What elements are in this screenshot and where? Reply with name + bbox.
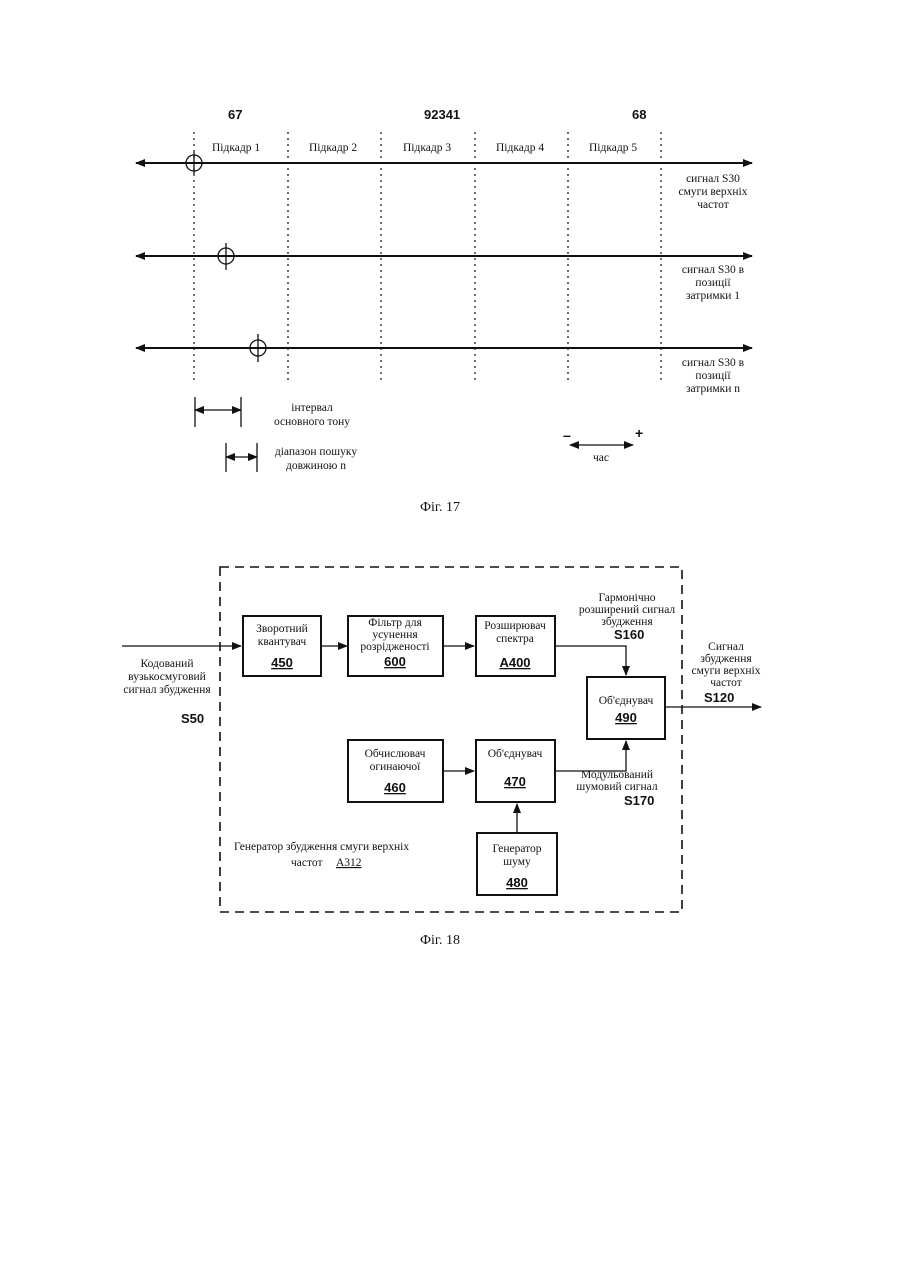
ref-label-92341: 92341: [424, 107, 460, 122]
noise-label-line1: Модульований: [581, 769, 653, 781]
generator-label-line1: Генератор збудження смуги верхніх: [234, 841, 409, 853]
signal1-label-line1: сигнал S30: [686, 173, 740, 185]
block-envelope-calculator: Обчислювач огинаючої 460: [348, 740, 443, 802]
fig17-timing-diagram: 67 92341 68 Підкадр 1 Підкадр 2 Підкадр …: [136, 107, 752, 515]
signal1-label-line2: смуги верхніх: [679, 186, 748, 198]
fig18-block-diagram: Кодований вузькосмуговий сигнал збудженн…: [122, 567, 761, 948]
block-600-label-line1: Фільтр для: [368, 617, 422, 629]
signal3-label-line1: сигнал S30 в: [682, 357, 745, 369]
block-600-label-line2: усунення: [372, 629, 418, 641]
block-480-label-line1: Генератор: [492, 843, 541, 855]
harmonic-label-line2: розширений сигнал: [579, 604, 676, 616]
block-490-code: 490: [615, 710, 637, 725]
generator-label-line2: частот: [291, 857, 323, 869]
block-noise-generator: Генератор шуму 480: [477, 833, 557, 895]
harmonic-label-line1: Гармонічно: [598, 592, 655, 604]
signal3-label-line2: позиції: [695, 370, 731, 382]
signal3-label-line3: затримки n: [686, 383, 740, 395]
block-600-label-line3: розрідженості: [360, 641, 429, 653]
connector-A400-490: [555, 646, 626, 675]
noise-code-s170: S170: [624, 793, 654, 808]
input-label-line1: Кодований: [141, 658, 194, 670]
time-plus-sign: +: [635, 425, 643, 441]
ref-label-68: 68: [632, 107, 646, 122]
output-label-line1: Сигнал: [708, 641, 744, 653]
signal2-label-line3: затримки 1: [686, 290, 740, 302]
block-inverse-quantizer: Зворотний квантувач 450: [243, 616, 321, 676]
block-480-label-line2: шуму: [503, 856, 531, 868]
block-460-label-line2: огинаючої: [370, 761, 422, 773]
signal1-label-line3: частот: [697, 199, 729, 211]
connector-470-490: [555, 741, 626, 771]
output-label-line4: частот: [710, 677, 742, 689]
search-range-line2: довжиною n: [286, 460, 346, 472]
block-470-label: Об'єднувач: [488, 748, 543, 760]
block-460-label-line1: Обчислювач: [365, 748, 426, 760]
pitch-interval-line1: інтервал: [291, 402, 333, 414]
block-600-code: 600: [384, 654, 406, 669]
input-code-s50: S50: [181, 711, 204, 726]
block-460-code: 460: [384, 780, 406, 795]
ref-label-67: 67: [228, 107, 242, 122]
subframe-label-3: Підкадр 3: [403, 142, 451, 154]
block-470-code: 470: [504, 774, 526, 789]
time-label: час: [593, 452, 609, 464]
subframe-label-1: Підкадр 1: [212, 142, 260, 154]
subframe-label-2: Підкадр 2: [309, 142, 357, 154]
pitch-interval-indicator: [195, 397, 241, 427]
subframe-label-4: Підкадр 4: [496, 142, 544, 154]
time-minus-sign: –: [563, 427, 571, 443]
block-A400-label-line2: спектра: [496, 633, 534, 645]
signal2-label-line1: сигнал S30 в: [682, 264, 745, 276]
block-450-label-line2: квантувач: [258, 636, 307, 648]
noise-label-line2: шумовий сигнал: [576, 781, 657, 793]
signal2-label-line2: позиції: [695, 277, 731, 289]
block-combiner-490: Об'єднувач 490: [587, 677, 665, 739]
harmonic-code-s160: S160: [614, 627, 644, 642]
generator-code-A312: A312: [336, 857, 362, 869]
search-range-indicator: [226, 443, 257, 472]
block-480-code: 480: [506, 875, 528, 890]
output-label-line3: смуги верхніх: [692, 665, 761, 677]
block-450-label-line1: Зворотний: [256, 623, 308, 635]
block-A400-code: A400: [499, 655, 530, 670]
pitch-interval-line2: основного тону: [274, 416, 350, 428]
block-spectrum-extender: Розширювач спектра A400: [476, 616, 555, 676]
figure18-caption: Фіг. 18: [420, 933, 460, 948]
search-range-line1: діапазон пошуку: [275, 446, 357, 458]
block-combiner-470: Об'єднувач 470: [476, 740, 555, 802]
output-code-s120: S120: [704, 690, 734, 705]
figure17-caption: Фіг. 17: [420, 500, 460, 515]
block-490-label: Об'єднувач: [599, 695, 654, 707]
block-450-code: 450: [271, 655, 293, 670]
block-sparseness-filter: Фільтр для усунення розрідженості 600: [348, 616, 443, 676]
input-label-line2: вузькосмуговий: [128, 671, 206, 683]
output-label-line2: збудження: [700, 653, 752, 665]
input-label-line3: сигнал збудження: [123, 684, 211, 696]
subframe-label-5: Підкадр 5: [589, 142, 637, 154]
block-A400-label-line1: Розширювач: [484, 620, 546, 632]
